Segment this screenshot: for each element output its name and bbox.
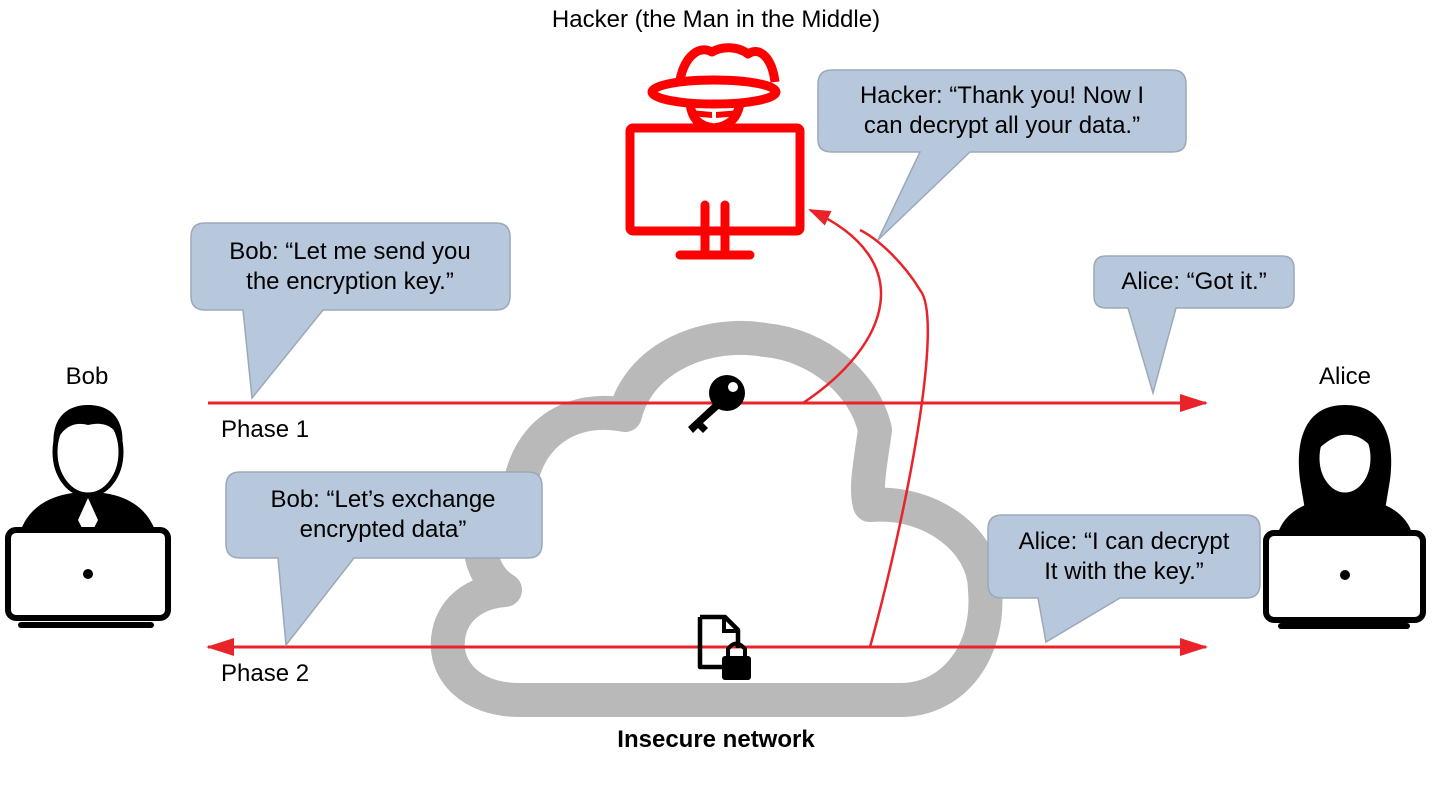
alice-name: Alice — [1318, 363, 1372, 390]
hacker-at-monitor-icon — [625, 43, 805, 260]
speech-bubble-alice-phase1 — [1093, 255, 1295, 396]
phase1-label: Phase 1 — [221, 416, 310, 443]
network-label: Insecure network — [617, 726, 815, 753]
woman-with-laptop-icon — [1263, 405, 1426, 629]
alice2-bubble-text: Alice: “I can decrypt It with the key.” — [1019, 527, 1230, 587]
hacker-bubble-line-2: can decrypt all your data.” — [863, 112, 1141, 139]
bob1-bubble-text: Bob: “Let me send you the encryption key… — [229, 237, 470, 297]
speech-bubble-bob-phase2 — [225, 471, 543, 647]
locked-file-icon — [697, 614, 751, 680]
hacker-bubble-text: Hacker: “Thank you! Now I can decrypt al… — [860, 81, 1144, 141]
alice1-bubble-text: Alice: “Got it.” — [1121, 267, 1266, 297]
speech-bubble-bob-phase1 — [190, 222, 511, 400]
bob1-bubble-line-1: Bob: “Let me send you — [229, 238, 471, 265]
cloud-icon — [430, 320, 1003, 717]
bob1-bubble-line-2: the encryption key.” — [246, 268, 454, 295]
intercept-key-arrow — [802, 208, 883, 405]
bob2-bubble-line-1: Bob: “Let’s exchange — [270, 486, 496, 513]
alice2-bubble-line-2: It with the key.” — [1044, 558, 1204, 585]
hacker-face — [690, 110, 740, 118]
key-icon — [688, 375, 745, 433]
intercept-data-line — [859, 228, 930, 648]
hacker-bubble-line-1: Hacker: “Thank you! Now I — [859, 82, 1145, 109]
bob-name: Bob — [65, 363, 109, 390]
hacker-title: Hacker (the Man in the Middle) — [551, 6, 881, 33]
alice2-bubble-line-1: Alice: “I can decrypt — [1018, 528, 1230, 555]
bob2-bubble-line-2: encrypted data” — [299, 516, 467, 543]
alice1-bubble-line-1: Alice: “Got it.” — [1121, 268, 1267, 295]
speech-bubble-alice-phase2 — [987, 514, 1261, 644]
man-with-laptop-icon — [5, 405, 171, 628]
phase2-label: Phase 2 — [221, 660, 310, 687]
bob2-bubble-text: Bob: “Let’s exchange encrypted data” — [270, 485, 495, 545]
speech-bubble-hacker — [817, 69, 1187, 241]
